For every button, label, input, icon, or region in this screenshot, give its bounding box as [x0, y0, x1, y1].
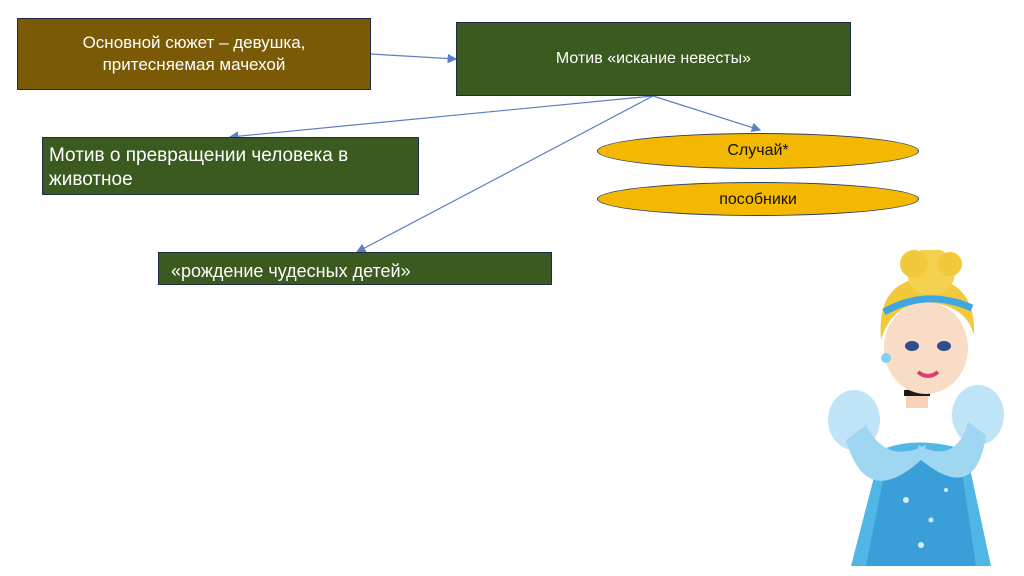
chance-text: Случай* — [727, 142, 789, 159]
bride-search-box: Мотив «искание невесты» — [456, 22, 851, 96]
helpers-text: пособники — [719, 191, 797, 208]
helpers-oval: пособники — [597, 182, 919, 216]
chance-oval: Случай* — [597, 133, 919, 169]
princess-illustration-icon — [828, 250, 1004, 566]
bride-search-text: Мотив «искание невесты» — [555, 50, 752, 67]
wonderful-children-box: «рождение чудесных детей» — [158, 252, 552, 285]
main-plot-box: Основной сюжет – девушка, притесняемая м… — [17, 18, 371, 90]
arrow-bride-to-transformation — [228, 95, 654, 141]
arrow-main-to-bride — [370, 53, 458, 64]
transformation-text: Мотив о превращении человека в животное — [49, 145, 349, 190]
transformation-box: Мотив о превращении человека в животное — [42, 137, 419, 195]
wonderful-children-text: «рождение чудесных детей» — [171, 261, 411, 281]
main-plot-text: Основной сюжет – девушка, притесняемая м… — [82, 33, 306, 74]
arrow-bride-to-children — [355, 95, 654, 253]
arrow-bride-to-chance — [652, 95, 762, 133]
